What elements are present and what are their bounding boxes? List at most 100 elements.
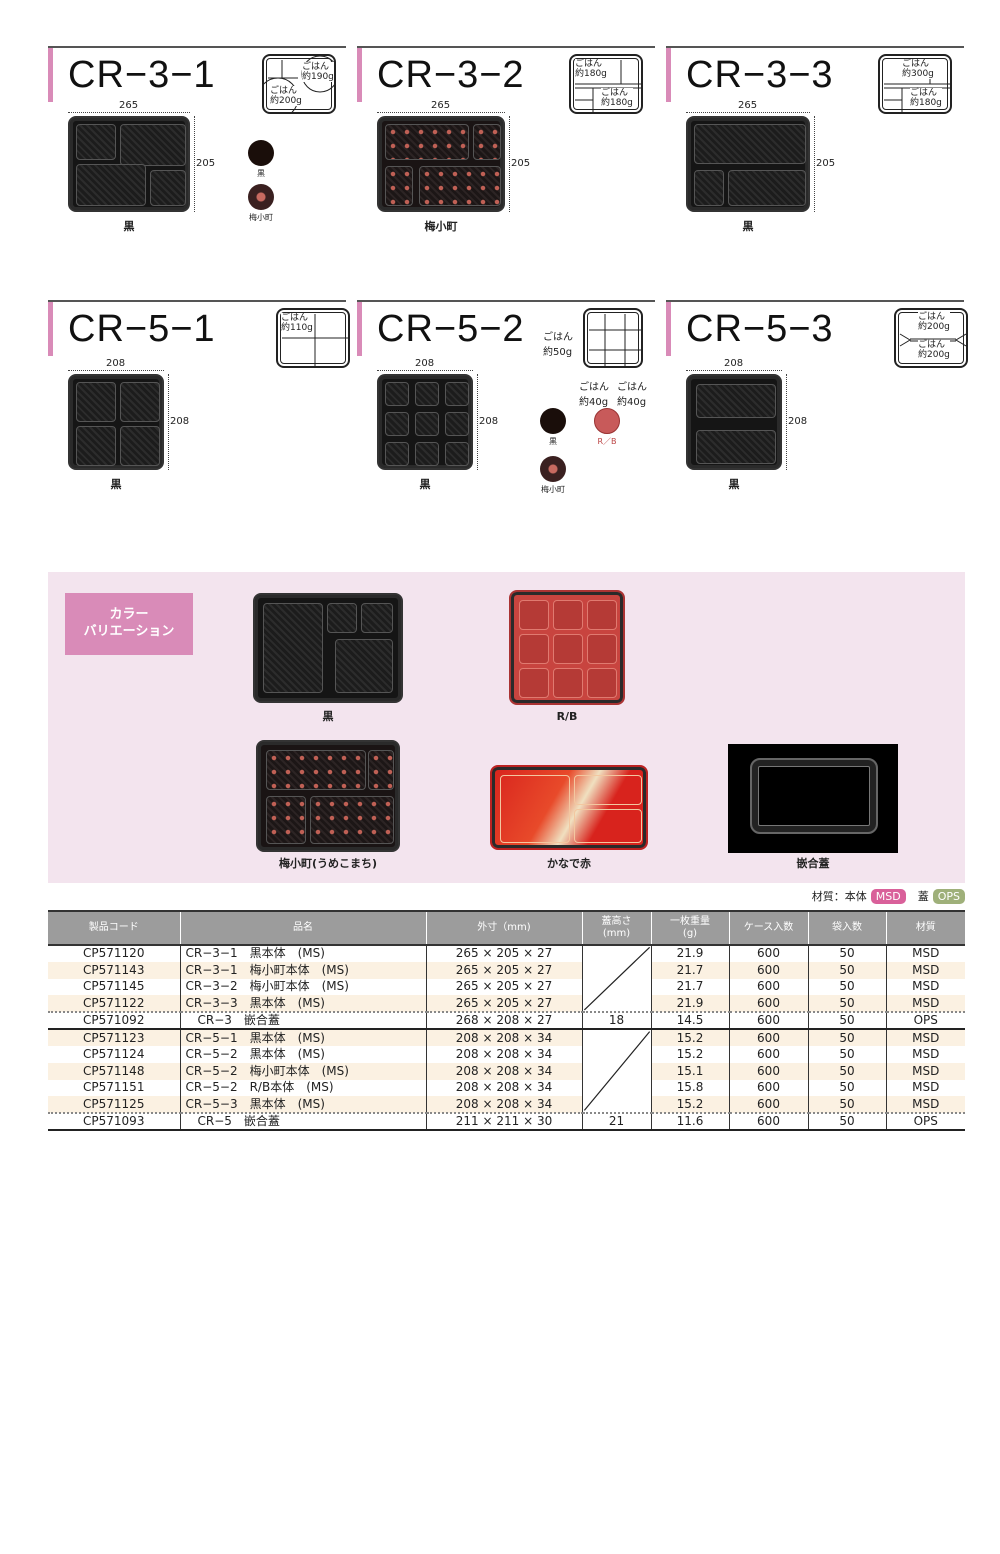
tray-compartment	[385, 412, 409, 436]
table-cell: CR−3−1 黒本体 (MS)	[179, 945, 426, 962]
table-cell: 15.1	[650, 1062, 729, 1080]
lid-height-not-applicable	[581, 945, 651, 1013]
tray-image	[68, 116, 190, 212]
variation-caption-black: 黒	[322, 710, 334, 723]
tray-compartment	[473, 124, 501, 160]
variation-caption-rb: R/B	[556, 710, 578, 723]
diagram-label: ごはん 約300g	[902, 59, 934, 79]
table-cell: 208 × 208 × 34	[425, 1029, 582, 1046]
tray-compartment	[415, 412, 439, 436]
lid-height-not-applicable	[581, 1029, 651, 1114]
table-cell: CP571123	[48, 1029, 180, 1046]
color-swatch-label: 梅小町	[541, 485, 565, 494]
tray-compartment	[445, 442, 469, 466]
table-cell: CR−5−3 黒本体 (MS)	[179, 1096, 426, 1114]
tray-image	[68, 374, 164, 470]
table-cell: 50	[807, 978, 886, 996]
width-dimension-line	[68, 370, 164, 371]
diagram-label: ごはん 約180g	[601, 88, 633, 108]
table-cell: MSD	[885, 995, 965, 1013]
table-row: CP571120 CR−3−1 黒本体 (MS) 265 × 205 × 27 21.…	[48, 945, 965, 1013]
variation-image-black	[253, 593, 403, 703]
table-cell: 50	[807, 961, 886, 979]
table-cell: CR−5 嵌合蓋	[179, 1112, 426, 1132]
tray-compartment	[419, 166, 501, 206]
color-swatch	[540, 456, 566, 482]
table-cell: 600	[728, 978, 808, 996]
table-cell: MSD	[885, 1096, 965, 1114]
color-caption: 梅小町	[424, 220, 458, 233]
tray-compartment	[696, 384, 776, 418]
table-cell: 208 × 208 × 34	[425, 1079, 582, 1097]
height-dimension: 208	[170, 416, 190, 427]
table-cell: 265 × 205 × 27	[425, 978, 582, 996]
color-swatch-label: 黒	[257, 169, 265, 178]
material-body-badge: MSD	[870, 888, 906, 904]
divider-line	[48, 300, 346, 302]
color-swatch	[248, 140, 274, 166]
accent-bar	[666, 302, 671, 356]
table-cell: 21.9	[650, 995, 729, 1013]
divider-line	[666, 300, 964, 302]
height-dimension-line	[168, 374, 169, 470]
table-cell: 15.2	[650, 1029, 729, 1046]
color-variation-label: カラー バリエーション	[65, 593, 193, 655]
table-cell: 50	[807, 1079, 886, 1097]
compartment-diagram: ごはん 約300g ごはん 約180g	[878, 54, 952, 114]
color-caption: 黒	[742, 220, 754, 233]
column-header: 蓋高さ (mm)	[581, 910, 651, 946]
table-cell: 21.7	[650, 978, 729, 996]
color-swatch	[248, 184, 274, 210]
width-dimension: 208	[415, 358, 435, 369]
table-cell: CP571145	[83, 979, 145, 994]
material-lid-label: 蓋	[917, 890, 929, 903]
tray-compartment	[120, 426, 160, 466]
color-swatch	[594, 408, 620, 434]
tray-compartment	[694, 124, 806, 164]
height-dimension: 205	[196, 158, 216, 169]
color-swatch-label: R／B	[597, 437, 617, 446]
variation-caption-kanade-red: かなで赤	[547, 857, 591, 870]
table-cell: 15.2	[650, 1096, 729, 1114]
product-title: CR−3−3	[686, 54, 834, 96]
accent-bar	[48, 302, 53, 356]
color-swatch	[540, 408, 566, 434]
product-spec-table: 製品コード品名外寸（mm)蓋高さ (mm)一枚重量 (g)ケース入数袋入数材質 …	[48, 910, 965, 1132]
material-lid-badge: OPS	[932, 888, 965, 904]
table-cell: OPS	[885, 1112, 965, 1132]
table-cell: CP571120	[83, 946, 145, 961]
tray-compartment	[76, 382, 116, 422]
color-swatch-label: 黒	[549, 437, 557, 446]
table-cell: CP571092	[48, 1011, 180, 1031]
tray-compartment	[76, 124, 116, 160]
height-dimension-line	[477, 374, 478, 470]
compartment-diagram: ごはん 約110g	[276, 308, 350, 368]
tray-compartment	[385, 382, 409, 406]
table-cell: 208 × 208 × 34	[425, 1045, 582, 1063]
table-cell: 50	[807, 1029, 886, 1046]
table-cell: CP571125	[48, 1096, 180, 1114]
tray-compartment	[415, 382, 439, 406]
variation-image-lid	[728, 744, 898, 853]
height-dimension: 208	[788, 416, 808, 427]
product-title: CR−3−2	[377, 54, 525, 96]
table-cell: CR−3 嵌合蓋	[179, 1011, 426, 1031]
table-cell: 265 × 205 × 27	[425, 995, 582, 1013]
table-cell: 50	[807, 995, 886, 1013]
diagram-label: ごはん 約180g	[910, 88, 942, 108]
width-dimension-line	[686, 112, 810, 113]
divider-line	[357, 300, 655, 302]
table-cell: 50	[807, 1011, 886, 1031]
tray-compartment	[385, 124, 469, 160]
column-header: 品名	[179, 910, 426, 946]
variation-image-umekomachi	[256, 740, 400, 852]
product-title: CR−5−1	[68, 308, 216, 350]
table-cell: MSD	[885, 961, 965, 979]
tray-compartment	[385, 166, 413, 206]
variation-image-rb	[509, 590, 625, 705]
